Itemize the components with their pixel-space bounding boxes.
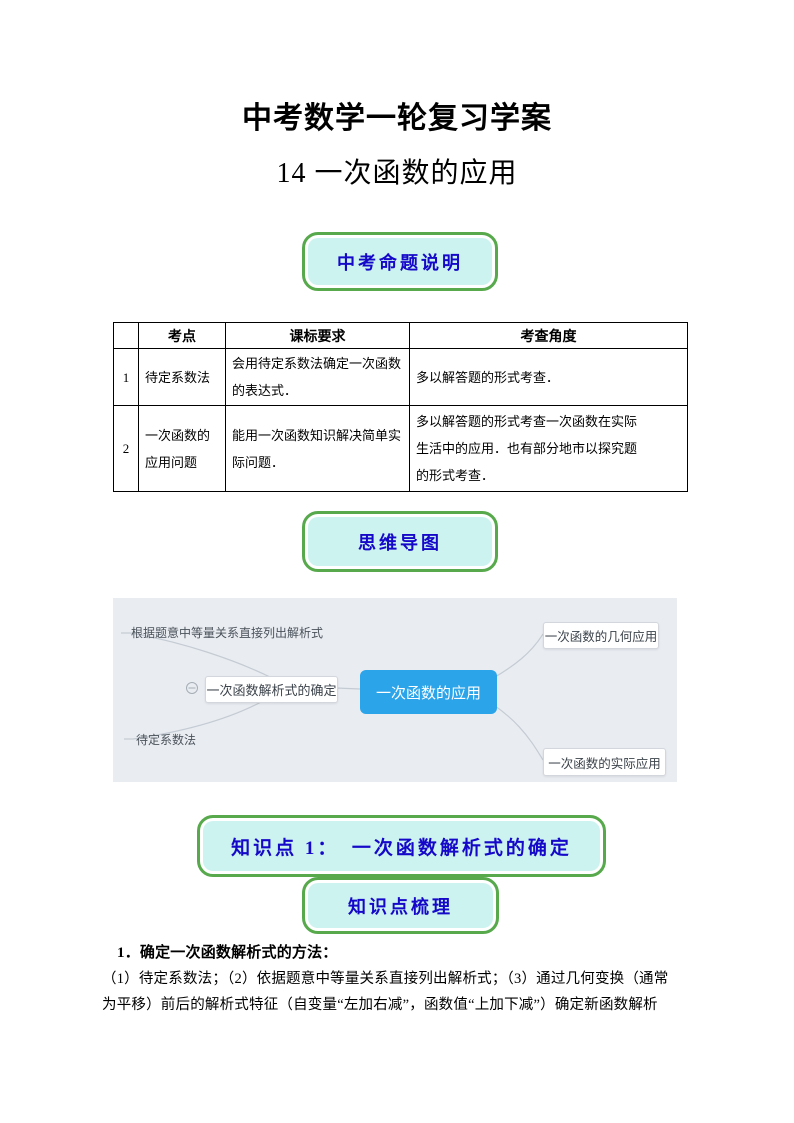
row1-point: 待定系数法	[138, 348, 226, 406]
row2-requirement: 能用一次函数知识解决简单实 际问题．	[225, 405, 410, 492]
mindmap-pill: 思维导图	[302, 511, 498, 572]
collapse-minus-icon[interactable]	[186, 682, 198, 694]
mindmap-leaf-undetermined-coefficients[interactable]: 待定系数法	[136, 733, 197, 747]
knowledge-point-1-banner: 知识点 1： 一次函数解析式的确定	[197, 815, 606, 877]
mindmap-leaf-practical-application[interactable]: 一次函数的实际应用	[543, 748, 666, 776]
exam-notes-pill-label: 中考命题说明	[337, 252, 463, 273]
body-text-line-3: 为平移）前后的解析式特征（自变量“左加右减”，函数值“上加下减”）确定新函数解析	[102, 997, 658, 1013]
exam-points-table: 考点 课标要求 考查角度 1 待定系数法 会用待定系数法确定一次函数 的表达式．…	[113, 322, 688, 492]
knowledge-point-1-label: 知识点 1： 一次函数解析式的确定	[231, 837, 572, 859]
mindmap-leaf-geometric-application[interactable]: 一次函数的几何应用	[543, 622, 659, 649]
exam-notes-pill: 中考命题说明	[302, 232, 498, 291]
header-blank	[113, 322, 139, 349]
mindmap-branch-determine-formula[interactable]: 一次函数解析式的确定	[205, 676, 338, 703]
mindmap-figure: 根据题意中等量关系直接列出解析式 待定系数法 一次函数解析式的确定 一次函数的应…	[113, 598, 677, 782]
table-row: 1 待定系数法 会用待定系数法确定一次函数 的表达式． 多以解答题的形式考查．	[113, 348, 688, 406]
page-title: 中考数学一轮复习学案	[242, 102, 552, 135]
row1-angle: 多以解答题的形式考查．	[409, 348, 688, 406]
row1-requirement: 会用待定系数法确定一次函数 的表达式．	[225, 348, 410, 406]
mindmap-leaf-direct-formula[interactable]: 根据题意中等量关系直接列出解析式	[131, 626, 324, 640]
row1-number: 1	[113, 348, 139, 406]
table-header-row: 考点 课标要求 考查角度	[113, 322, 688, 349]
row2-angle: 多以解答题的形式考查一次函数在实际 生活中的应用．也有部分地市以探究题 的形式考…	[409, 405, 688, 492]
mindmap-root-node[interactable]: 一次函数的应用	[360, 670, 497, 714]
header-kaodian: 考点	[138, 322, 226, 349]
body-heading-methods: 1．确定一次函数解析式的方法：	[117, 945, 338, 961]
body-text-line-2: （1）待定系数法；（2）依据题意中等量关系直接列出解析式；（3）通过几何变换（通…	[102, 971, 669, 987]
table-row: 2 一次函数的 应用问题 能用一次函数知识解决简单实 际问题． 多以解答题的形式…	[113, 405, 688, 492]
row2-number: 2	[113, 405, 139, 492]
knowledge-summary-pill: 知识点梳理	[302, 877, 499, 934]
page-subtitle: 14 一次函数的应用	[276, 158, 518, 189]
header-kebiao: 课标要求	[225, 322, 410, 349]
header-kaocha: 考查角度	[409, 322, 688, 349]
knowledge-summary-label: 知识点梳理	[348, 896, 453, 917]
row2-point: 一次函数的 应用问题	[138, 405, 226, 492]
mindmap-pill-label: 思维导图	[358, 532, 442, 553]
